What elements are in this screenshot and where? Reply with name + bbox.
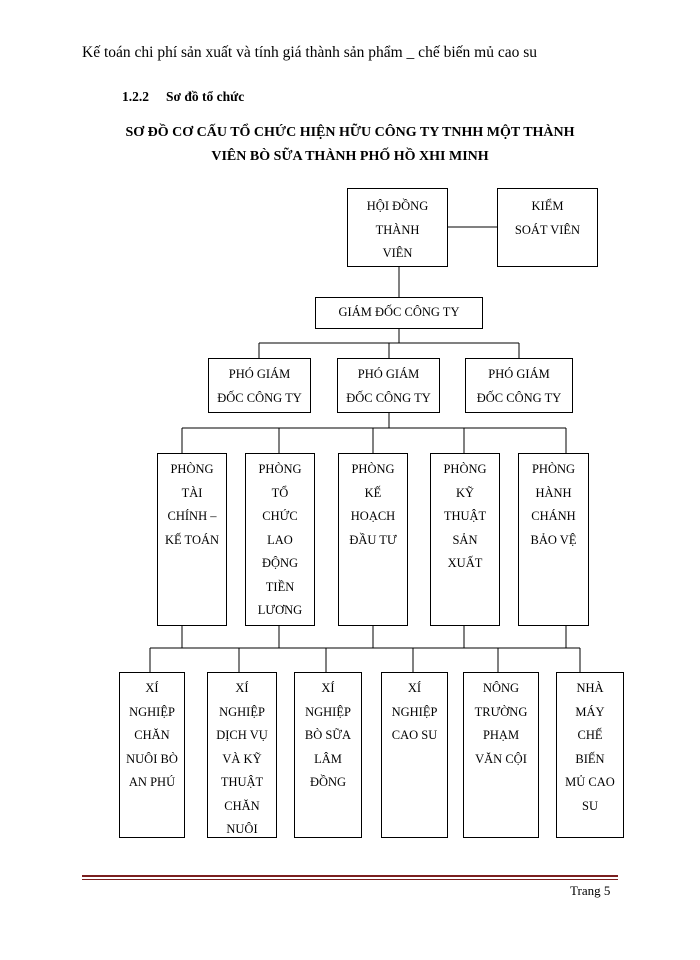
box-pho-giam-doc-2: PHÓ GIÁM ĐỐC CÔNG TY [337, 358, 440, 413]
footer-rule-thick [82, 875, 618, 877]
box-phong-ke-hoach: PHÒNG KẾ HOẠCH ĐẦU TƯ [338, 453, 408, 626]
box-phong-hanh-chanh: PHÒNG HÀNH CHÁNH BẢO VỆ [518, 453, 589, 626]
section-title: Sơ đồ tổ chức [166, 89, 245, 104]
box-nong-truong: NÔNG TRƯỜNG PHẠM VĂN CỘI [463, 672, 539, 838]
running-header: Kế toán chi phí sản xuất và tính giá thà… [82, 44, 537, 61]
box-phong-to-chuc: PHÒNG TỔ CHỨC LAO ĐỘNG TIỀN LƯƠNG [245, 453, 315, 626]
chart-title-line-1: SƠ ĐỒ CƠ CẤU TỔ CHỨC HIỆN HỮU CÔNG TY TN… [125, 125, 575, 140]
chart-title: SƠ ĐỒ CƠ CẤU TỔ CHỨC HIỆN HỮU CÔNG TY TN… [90, 121, 610, 169]
box-xi-nghiep-an-phu: XÍ NGHIỆP CHĂN NUÔI BÒ AN PHÚ [119, 672, 185, 838]
box-phong-ky-thuat: PHÒNG KỸ THUẬT SẢN XUẤT [430, 453, 500, 626]
box-pho-giam-doc-3: PHÓ GIÁM ĐỐC CÔNG TY [465, 358, 573, 413]
box-xi-nghiep-dich-vu: XÍ NGHIỆP DỊCH VỤ VÀ KỸ THUẬT CHĂN NUÔI [207, 672, 277, 838]
box-hoi-dong-thanh-vien: HỘI ĐỒNG THÀNH VIÊN [347, 188, 448, 267]
box-xi-nghiep-cao-su: XÍ NGHIỆP CAO SU [381, 672, 448, 838]
box-kiem-soat-vien: KIỂM SOÁT VIÊN [497, 188, 598, 267]
box-xi-nghiep-lam-dong: XÍ NGHIỆP BÒ SỮA LÂM ĐỒNG [294, 672, 362, 838]
chart-title-line-2: VIÊN BÒ SỮA THÀNH PHỐ HỒ XHI MINH [211, 149, 489, 164]
box-phong-tai-chinh: PHÒNG TÀI CHÍNH – KẾ TOÁN [157, 453, 227, 626]
box-giam-doc: GIÁM ĐỐC CÔNG TY [315, 297, 483, 329]
page-number: Trang 5 [570, 883, 611, 898]
footer-rule-thin [82, 879, 618, 880]
section-number: 1.2.2 [122, 89, 149, 104]
box-pho-giam-doc-1: PHÓ GIÁM ĐỐC CÔNG TY [208, 358, 311, 413]
box-nha-may-che-bien: NHÀ MÁY CHẾ BIẾN MỦ CAO SU [556, 672, 624, 838]
section-heading: 1.2.2 Sơ đồ tổ chức [122, 89, 244, 105]
